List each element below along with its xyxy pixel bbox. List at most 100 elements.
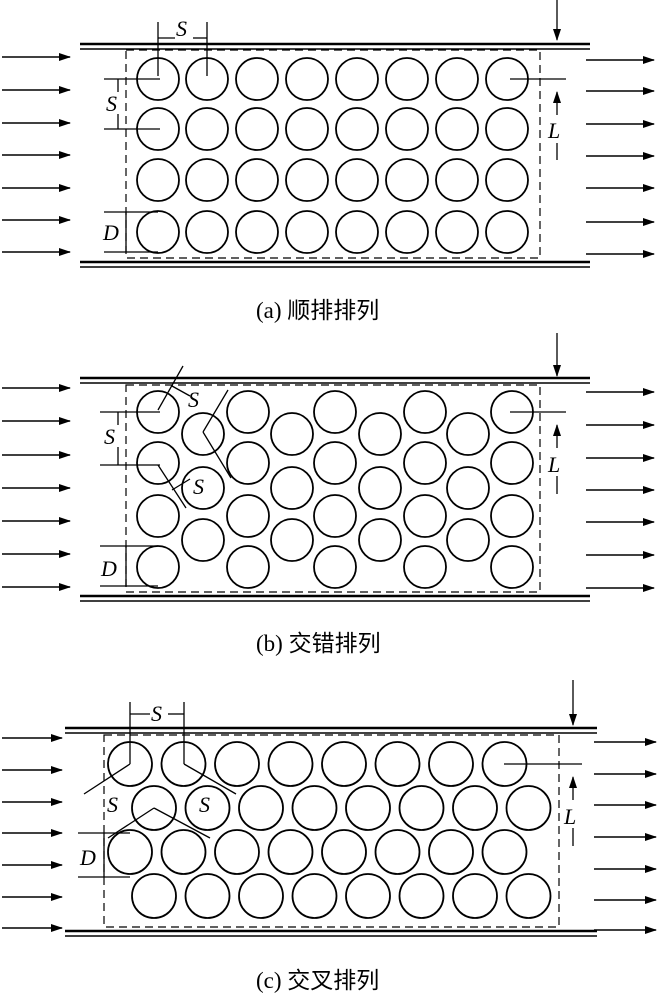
panel-c-diameter-dimension: D xyxy=(78,832,130,878)
tube-circle xyxy=(505,873,552,919)
panel-b-length-dimension: L xyxy=(510,333,566,494)
tube-circle xyxy=(136,545,180,589)
tube-circle xyxy=(181,518,225,562)
panel-c-tubes xyxy=(107,741,552,919)
tube-circle xyxy=(267,741,314,787)
panel-b-outlet-arrows xyxy=(586,388,655,592)
panel-a-caption: (a) 顺排排列 xyxy=(256,298,379,323)
panel-a-pitch-horizontal-label: S xyxy=(176,16,187,41)
tube-circle xyxy=(385,107,429,151)
panel-b-staggered-arrangement: S S S D L xyxy=(2,333,655,656)
tube-circle xyxy=(235,57,279,101)
tube-circle xyxy=(267,829,314,875)
tube-circle xyxy=(335,107,379,151)
panel-c-control-boundary xyxy=(103,734,560,928)
tube-circle xyxy=(435,107,479,151)
panel-b-inlet-arrows xyxy=(2,384,71,591)
panel-b-caption: (b) 交错排列 xyxy=(256,631,381,656)
tube-circle xyxy=(428,741,474,787)
panel-a-inline-arrangement: S S D L (a) 顺排排列 xyxy=(2,0,655,323)
tube-circle xyxy=(321,741,367,787)
tube-circle xyxy=(226,494,270,538)
tube-circle xyxy=(490,545,534,589)
panel-a-length-dimension: L xyxy=(510,0,566,160)
tube-circle xyxy=(403,545,447,589)
tube-circle xyxy=(335,210,379,254)
panel-b-pitch-diagonal-top-dimension: S xyxy=(157,365,229,433)
tube-circle xyxy=(335,158,379,202)
panel-b-pitch-vertical-dimension: S xyxy=(100,411,160,466)
panel-c-pitch-left-label: S xyxy=(107,792,118,817)
panel-a-diameter-label: D xyxy=(102,220,119,245)
tube-circle xyxy=(184,785,231,831)
tube-circle xyxy=(385,210,429,254)
tube-circle xyxy=(505,785,552,831)
tube-circle xyxy=(285,210,329,254)
tube-circle xyxy=(226,390,270,434)
panel-c-pitch-horizontal-label: S xyxy=(151,701,162,726)
panel-b-pitch-diagonal-mid-dimension: S xyxy=(157,431,232,509)
tube-circle xyxy=(238,873,284,919)
tube-circle xyxy=(181,466,225,510)
tube-circle xyxy=(235,210,279,254)
tube-circle xyxy=(446,412,490,456)
tube-circle xyxy=(226,545,270,589)
tube-circle xyxy=(184,873,231,919)
panel-c-pitch-diagonal-dimensions: S S xyxy=(83,763,237,839)
panel-a-diameter-dimension: D xyxy=(102,211,158,253)
panel-c-length-dimension: L xyxy=(504,680,582,846)
tube-circle xyxy=(131,785,177,831)
tube-circle xyxy=(136,210,180,254)
tube-circle xyxy=(490,494,534,538)
tube-circle xyxy=(385,158,429,202)
tube-circle xyxy=(235,158,279,202)
tube-circle xyxy=(490,441,534,485)
tube-circle xyxy=(345,873,391,919)
panel-a-inlet-arrows xyxy=(2,53,71,256)
tube-circle xyxy=(403,441,447,485)
panel-b-pitch-vertical-label: S xyxy=(104,424,115,449)
tube-circle xyxy=(358,466,402,510)
panel-b-control-boundary xyxy=(125,384,541,593)
tube-circle xyxy=(136,441,180,485)
panel-c-length-label: L xyxy=(563,804,576,829)
panel-c-pitch-horizontal-dimension: S xyxy=(129,701,185,764)
tube-circle xyxy=(270,412,314,456)
tube-circle xyxy=(335,57,379,101)
tube-circle xyxy=(374,741,421,787)
tube-circle xyxy=(291,873,338,919)
panel-c-outlet-arrows xyxy=(594,738,657,934)
tube-circle xyxy=(485,210,529,254)
tube-circle xyxy=(435,57,479,101)
tube-circle xyxy=(214,829,260,875)
tube-circle xyxy=(238,785,284,831)
tube-circle xyxy=(345,785,391,831)
panel-b-pitch-diagonal-mid-label: S xyxy=(193,474,204,499)
tube-circle xyxy=(285,57,329,101)
tube-circle xyxy=(374,829,421,875)
panel-a-outlet-arrows xyxy=(586,56,655,258)
panel-a-pitch-horizontal-dimension: S xyxy=(157,16,208,76)
tube-circle xyxy=(313,494,357,538)
tube-circle xyxy=(136,494,180,538)
panel-c-cross-arrangement: S S S D L (c) 交叉排列 xyxy=(2,680,657,993)
tube-circle xyxy=(358,518,402,562)
panel-b-length-label: L xyxy=(547,452,560,477)
tube-circle xyxy=(446,518,490,562)
panel-b-pitch-diagonal-top-label: S xyxy=(188,387,199,412)
tube-circle xyxy=(131,873,177,919)
tube-circle xyxy=(185,158,229,202)
tube-circle xyxy=(452,873,498,919)
tube-circle xyxy=(428,829,474,875)
panel-c-inlet-arrows xyxy=(2,734,63,932)
tube-circle xyxy=(313,390,357,434)
tube-circle xyxy=(403,390,447,434)
panel-a-tubes xyxy=(136,57,529,254)
panel-c-pitch-right-label: S xyxy=(199,792,210,817)
tube-circle xyxy=(481,829,528,875)
tube-circle xyxy=(214,741,260,787)
tube-circle xyxy=(270,518,314,562)
tube-circle xyxy=(313,545,357,589)
tube-circle xyxy=(270,466,314,510)
